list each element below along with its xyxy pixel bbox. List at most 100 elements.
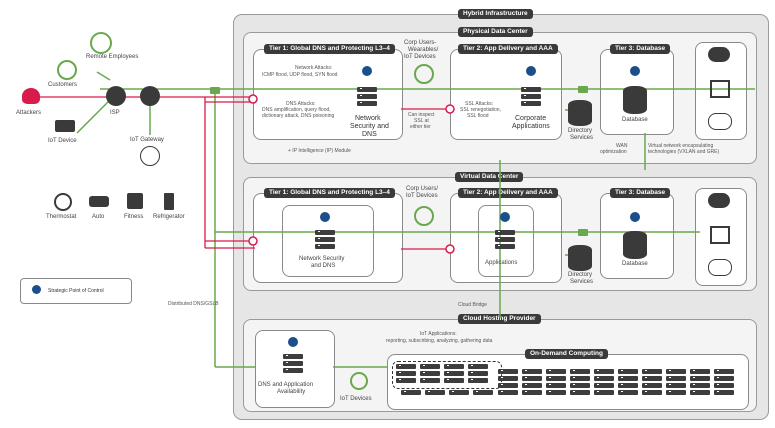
dns-attacks: dictionary attack, DNS poisoning <box>262 113 335 119</box>
nsd-label: Security and <box>350 123 389 130</box>
iot-apps-title: IoT Applications: <box>420 331 457 337</box>
database-icon <box>623 231 647 259</box>
physical-data-center-label: Physical Data Center <box>458 27 533 37</box>
compute-server <box>714 369 734 374</box>
iot-apps-label: reporting, subscribing, analyzing, gathe… <box>386 338 493 344</box>
compute-server <box>473 390 493 395</box>
corp-users-label: Corp Users/ <box>406 186 439 192</box>
iot-device-camera-icon <box>55 120 75 132</box>
compute-server <box>420 378 440 383</box>
database-label: Database <box>622 261 648 267</box>
compute-server <box>468 371 488 376</box>
dns-attacks-title: DNS Attacks: <box>286 101 316 107</box>
nsd-label: Network Security <box>299 256 345 262</box>
compute-server <box>546 383 566 388</box>
cloud-outline-icon <box>708 259 732 276</box>
iot-gateway-label: IoT Gateway <box>130 137 164 143</box>
compute-server <box>642 376 662 381</box>
cloud-hosting-label: Cloud Hosting Provider <box>458 314 541 324</box>
compute-server <box>396 378 416 383</box>
compute-server <box>594 376 614 381</box>
directory-label: Directory <box>568 272 593 278</box>
compute-server <box>546 390 566 395</box>
compute-server <box>444 371 464 376</box>
compute-server <box>546 376 566 381</box>
dns-app-label: Availability <box>277 389 306 395</box>
inspect-ssl-label: SSL at <box>414 118 429 124</box>
compute-server <box>714 376 734 381</box>
grid-app-icon <box>710 80 730 98</box>
ssl-attacks-title: SSL Attacks: <box>465 101 494 107</box>
strategic-point-icon <box>500 212 510 222</box>
directory-label: Services <box>570 135 594 141</box>
virtual-data-center-label: Virtual Data Center <box>455 172 524 182</box>
auto-icon <box>89 196 109 207</box>
strategic-point-icon <box>288 337 298 347</box>
compute-server <box>690 369 710 374</box>
compute-server <box>618 369 638 374</box>
corp-user-icon <box>414 64 434 84</box>
compute-server <box>468 378 488 383</box>
vnet-label: technologies (VXLAN and GRE) <box>648 149 720 155</box>
corp-users-label: IoT Devices <box>406 193 438 199</box>
remote-employees-icon <box>90 32 112 54</box>
legend-label: Strategic Point of Control <box>48 288 104 294</box>
database-label: Database <box>622 117 648 123</box>
inspect-ssl-label: Can inspect <box>408 112 435 118</box>
strategic-point-icon <box>362 66 372 76</box>
compute-server <box>425 390 445 395</box>
remote-employees-label: Remote Employees <box>86 54 139 60</box>
nsd-label: and DNS <box>311 263 336 269</box>
compute-server <box>570 390 590 395</box>
network-attacks-title: Network Attacks: <box>295 65 333 71</box>
strategic-point-icon <box>320 212 330 222</box>
compute-server <box>570 369 590 374</box>
strategic-point-icon <box>526 66 536 76</box>
strategic-point-icon <box>630 212 640 222</box>
attackers-label: Attackers <box>16 110 42 116</box>
database-icon <box>623 86 647 114</box>
inspect-ssl-label: either tier <box>410 124 431 130</box>
customers-label: Customers <box>48 82 78 88</box>
strategic-point-icon <box>32 285 41 294</box>
compute-server <box>522 383 542 388</box>
compute-server <box>690 376 710 381</box>
virtual-tier1-label: Tier 1: Global DNS and Protecting L3–4 <box>264 188 395 198</box>
compute-server <box>618 383 638 388</box>
distributed-dns-label: Distributed DNS/GSLB <box>168 301 219 307</box>
compute-server <box>396 371 416 376</box>
compute-server <box>618 376 638 381</box>
hybrid-infrastructure-label: Hybrid Infrastructure <box>458 9 533 19</box>
compute-server <box>642 383 662 388</box>
compute-server <box>444 364 464 369</box>
compute-server <box>570 376 590 381</box>
applications-label: Applications <box>485 260 518 266</box>
compute-server <box>594 369 614 374</box>
ip-module-label: + IP Intelligence (IP) Module <box>288 148 351 154</box>
vnet-label: Virtual network encapsulating <box>648 143 714 149</box>
compute-server <box>396 364 416 369</box>
dns-app-label: DNS and Application <box>258 382 314 388</box>
device-label: Fitness <box>124 214 144 220</box>
compute-server <box>420 371 440 376</box>
compute-server <box>666 383 686 388</box>
compute-server <box>546 369 566 374</box>
compute-server <box>522 376 542 381</box>
corp-apps-label: Applications <box>512 123 550 130</box>
compute-server <box>642 369 662 374</box>
compute-server <box>618 390 638 395</box>
compute-server <box>498 390 518 395</box>
on-demand-computing-label: On-Demand Computing <box>525 349 608 359</box>
compute-server <box>468 364 488 369</box>
customers-icon <box>57 60 77 80</box>
compute-server <box>570 383 590 388</box>
virtual-tier3-label: Tier 3: Database <box>610 188 671 198</box>
directory-label: Services <box>570 279 594 285</box>
compute-server <box>666 390 686 395</box>
compute-server <box>642 390 662 395</box>
compute-server <box>690 390 710 395</box>
dns-attacks: DNS amplification, query flood, <box>262 107 331 113</box>
nsd-label: DNS <box>362 131 377 138</box>
refrigerator-icon <box>164 193 174 210</box>
